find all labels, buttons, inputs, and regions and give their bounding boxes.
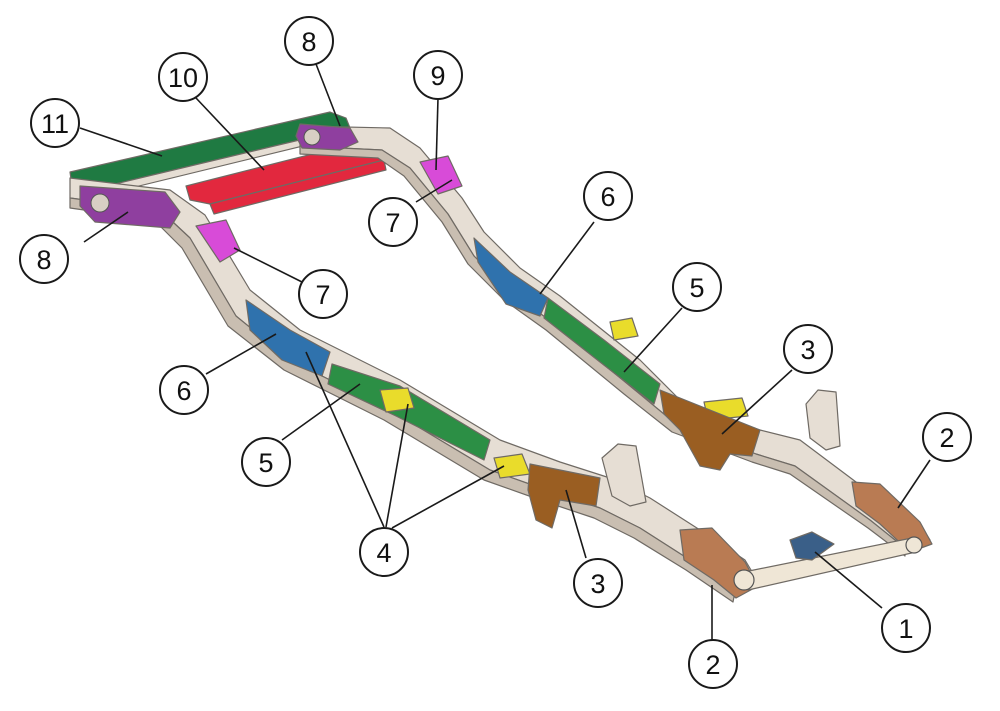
tube-bracket <box>789 531 835 561</box>
callout-label-8b: 8 <box>301 27 316 57</box>
leader-7b <box>415 179 453 203</box>
leader-9 <box>435 97 439 171</box>
leader-4a <box>305 351 385 528</box>
callout-5b: 5 <box>672 262 722 312</box>
callout-8b: 8 <box>284 16 334 66</box>
callout-label-5b: 5 <box>689 273 704 303</box>
leader-1 <box>814 551 883 609</box>
rear-mount-right-hole <box>303 128 321 146</box>
callout-9: 9 <box>413 50 463 100</box>
leader-4c <box>391 465 505 529</box>
callout-label-2b: 2 <box>939 423 954 453</box>
leader-4b <box>385 403 409 528</box>
tube-end-right <box>905 536 923 554</box>
callout-7a: 7 <box>298 269 348 319</box>
spring-hanger-left <box>601 443 647 507</box>
callout-label-7b: 7 <box>385 208 400 238</box>
callout-2a: 2 <box>688 639 738 689</box>
spring-hanger-right <box>805 389 841 451</box>
leader-7a <box>233 247 303 283</box>
leader-8a <box>83 211 129 243</box>
callout-label-8a: 8 <box>36 245 51 275</box>
bracket-left-7 <box>195 219 241 263</box>
callout-label-2a: 2 <box>705 650 720 680</box>
leader-6b <box>539 221 595 295</box>
leader-lines <box>79 63 931 640</box>
callout-label-7a: 7 <box>315 280 330 310</box>
callout-label-9: 9 <box>430 61 445 91</box>
tube-end-left <box>733 569 755 591</box>
mount-right-6 <box>473 237 549 317</box>
callout-6b: 6 <box>583 171 633 221</box>
callout-label-3b: 3 <box>800 335 815 365</box>
leader-8b <box>315 63 341 127</box>
bracket-yellow-4c <box>609 317 639 341</box>
leader-6a <box>205 333 277 375</box>
side-section-left-5 <box>327 363 491 461</box>
leader-3a <box>565 489 587 559</box>
leader-3b <box>721 369 793 435</box>
callout-label-3a: 3 <box>590 569 605 599</box>
bracket-brown-left-3 <box>527 463 601 529</box>
leader-5a <box>281 383 361 441</box>
bracket-brown-right-3 <box>659 389 761 471</box>
leader-11 <box>79 127 163 157</box>
leader-2b <box>897 459 931 509</box>
bracket-right-7 <box>419 155 463 195</box>
callout-label-4: 4 <box>376 538 391 568</box>
callout-7b: 7 <box>368 197 418 247</box>
callout-10: 10 <box>158 52 208 102</box>
callout-label-11: 11 <box>41 109 69 139</box>
callout-5a: 5 <box>241 437 291 487</box>
callout-3b: 3 <box>783 324 833 374</box>
callout-label-10: 10 <box>168 63 198 93</box>
callout-1: 1 <box>881 603 931 653</box>
callout-label-1: 1 <box>898 614 913 644</box>
callout-4: 4 <box>359 527 409 577</box>
callout-8a: 8 <box>19 234 69 284</box>
side-section-right-5 <box>543 297 661 405</box>
leader-5b <box>623 307 683 373</box>
callout-2b: 2 <box>922 412 972 462</box>
rear-mount-left-hole <box>90 193 110 213</box>
callout-11: 11 <box>30 98 80 148</box>
leader-10 <box>195 97 265 171</box>
callout-label-5a: 5 <box>258 448 273 478</box>
bracket-yellow-4a <box>379 387 415 413</box>
callout-label-6a: 6 <box>176 376 191 406</box>
callout-3a: 3 <box>573 558 623 608</box>
callout-label-6b: 6 <box>600 182 615 212</box>
callout-6a: 6 <box>159 365 209 415</box>
